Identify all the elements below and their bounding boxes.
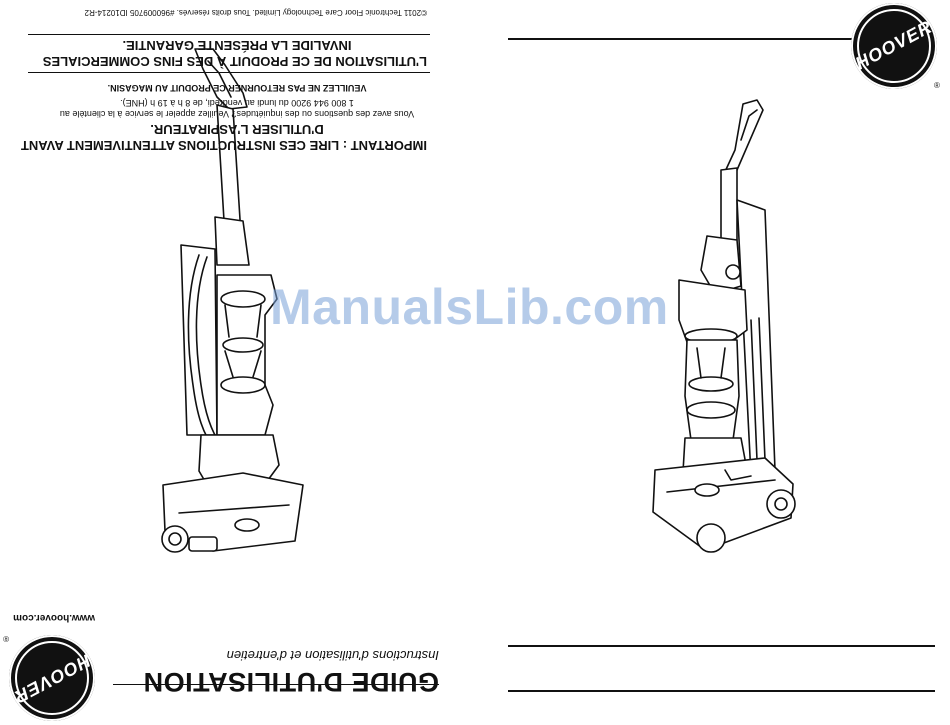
important-notice: IMPORTANT : LIRE CES INSTRUCTIONS ATTENT…: [20, 122, 427, 153]
manualslib-watermark: ManualsLib.com: [270, 279, 669, 335]
vacuum-illustration-reclined: [161, 48, 304, 553]
warning-rule: [28, 34, 430, 35]
rotated-page: HOOVER ® GUIDE D'UTILISATION Instruction…: [3, 8, 439, 721]
commercial-use-warning: L'UTILISATION DE CE PRODUIT À DES FINS C…: [42, 38, 427, 69]
top-rule: [508, 38, 854, 40]
customer-service-text: Vous avez des questions ou des inquiétud…: [59, 98, 415, 119]
hoover-logo: HOOVER: [851, 3, 937, 89]
notice-rule: [28, 72, 430, 73]
bottom-rule-2: [508, 690, 935, 692]
registered-mark: ®: [934, 81, 940, 90]
bottom-rule-1: [508, 645, 935, 647]
vacuum-illustration-upright: [652, 99, 796, 553]
rear-cover-panel: HOOVER ®: [475, 0, 950, 725]
do-not-return-notice: VEUILLEZ NE PAS RETOURNER CE PRODUIT AU …: [107, 83, 367, 93]
copyright-line: ©2011 Techtronic Floor Care Technology L…: [84, 8, 427, 17]
french-cover-panel: HOOVER ® GUIDE D'UTILISATION Instruction…: [3, 8, 439, 721]
